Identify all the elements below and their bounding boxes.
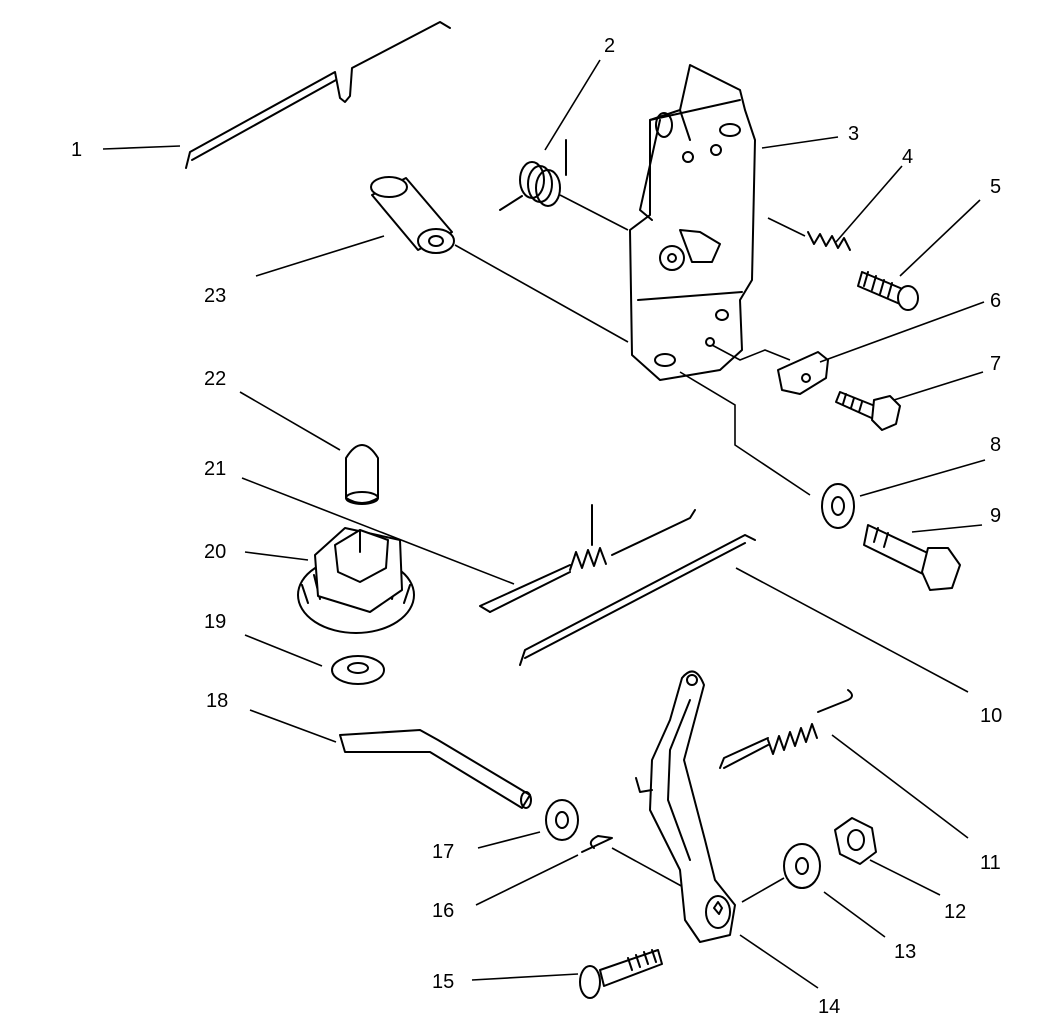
part-3-control-bracket <box>629 64 756 381</box>
callout-16: 16 <box>432 900 454 922</box>
part-5-screw <box>857 271 919 311</box>
callout-10: 10 <box>980 705 1002 727</box>
callout-4: 4 <box>902 146 913 168</box>
part-23-sleeve <box>370 176 629 343</box>
part-6-clip <box>711 344 829 395</box>
callout-23: 23 <box>204 285 226 307</box>
callout-1: 1 <box>71 139 82 161</box>
part-20-gear <box>297 527 415 634</box>
callout-3: 3 <box>848 123 859 145</box>
callout-9: 9 <box>990 505 1001 527</box>
part-16-clip <box>581 835 686 889</box>
callout-19: 19 <box>204 611 226 633</box>
callout-20: 20 <box>204 541 226 563</box>
callout-22: 22 <box>204 368 226 390</box>
part-2-spring <box>499 139 629 231</box>
part-18-shaft <box>339 729 532 809</box>
callout-12: 12 <box>944 901 966 923</box>
part-4-spring <box>767 217 851 251</box>
callout-18: 18 <box>206 690 228 712</box>
callout-6: 6 <box>990 290 1001 312</box>
callout-leaders <box>102 59 986 989</box>
part-22-cap <box>345 444 379 505</box>
part-19-washer <box>331 655 385 685</box>
bracket-to-washer-leader <box>679 371 811 496</box>
callout-15: 15 <box>432 971 454 993</box>
callout-2: 2 <box>604 35 615 57</box>
callout-labels: 1 2 3 4 5 6 7 8 9 10 11 12 13 14 15 16 1… <box>71 35 1002 1018</box>
part-10-rod <box>519 534 756 666</box>
callout-14: 14 <box>818 996 840 1018</box>
part-11-spring <box>719 689 853 769</box>
part-17-washer <box>545 799 579 841</box>
part-1-link-rod <box>185 21 451 169</box>
callout-11: 11 <box>980 852 1001 874</box>
part-13-washer <box>741 843 821 903</box>
callout-7: 7 <box>990 353 1001 375</box>
callout-5: 5 <box>990 176 1001 198</box>
callout-8: 8 <box>990 434 1001 456</box>
part-15-bolt <box>579 949 663 999</box>
part-9-bolt <box>863 524 961 591</box>
callout-21: 21 <box>204 458 226 480</box>
part-14-lever <box>635 670 736 943</box>
part-7-bolt <box>835 391 901 431</box>
callout-17: 17 <box>432 841 454 863</box>
part-12-nut <box>834 817 877 865</box>
part-21-spring <box>479 504 696 613</box>
callout-13: 13 <box>894 941 916 963</box>
part-8-washer <box>821 483 855 529</box>
